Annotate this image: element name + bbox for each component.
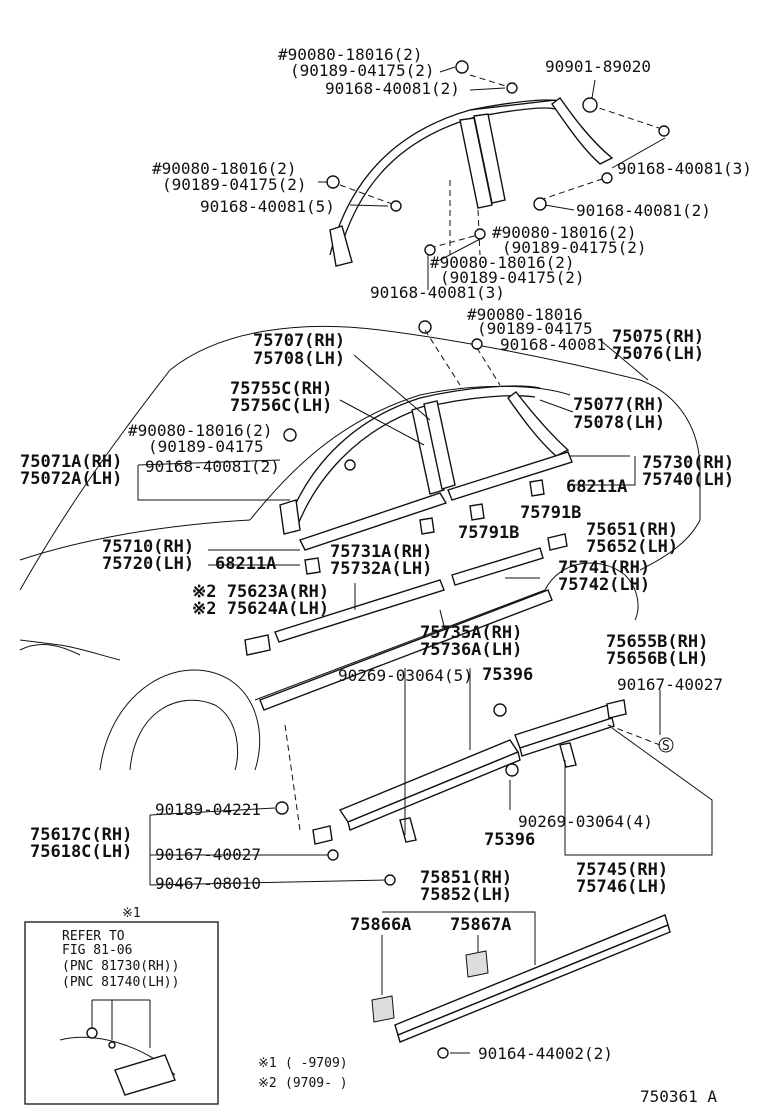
label-l62: 75852(LH) [420, 885, 512, 905]
label-l53: 90167-40027 [617, 675, 723, 694]
label-l63: 75745(RH) [576, 860, 668, 880]
label-l29: 75072A(LH) [20, 469, 122, 489]
label-l40: 68211A [215, 554, 276, 574]
label-l15: #90080-18016 [467, 305, 583, 324]
label-l30: 90168-40081(2) [145, 457, 280, 476]
refer-box-line-1: REFER TO [62, 929, 125, 944]
label-l10: #90080-18016(2) [492, 223, 637, 242]
label-l14: 90168-40081(3) [370, 283, 505, 302]
label-l37: 75652(LH) [586, 537, 678, 557]
label-l36: 75651(RH) [586, 520, 678, 540]
label-l65: 75866A [350, 915, 411, 935]
label-l8: 90168-40081(5) [200, 197, 335, 216]
label-l59: 75396 [484, 830, 535, 850]
label-l39: 75720(LH) [102, 554, 194, 574]
label-l7: (90189-04175(2) [162, 175, 307, 194]
label-l49: 75655B(RH) [606, 632, 708, 652]
label-l18: 75707(RH) [253, 331, 345, 351]
refer-box-line-2: FIG 81-06 [62, 943, 132, 958]
footnote-1-mark: ※1 [258, 1056, 277, 1071]
label-l11: (90189-04175(2) [502, 238, 647, 257]
upper-molding-assembly [326, 60, 670, 267]
label-l45: ※2 75623A(RH) [192, 582, 329, 602]
footnote-2-mark: ※2 [258, 1076, 277, 1091]
label-l6: #90080-18016(2) [152, 159, 297, 178]
label-l2: (90189-04175(2) [290, 61, 435, 80]
label-l5: 90168-40081(3) [617, 159, 752, 178]
refer-box-text: ※1 REFER TO FIG 81-06 (PNC 81730(RH)) (P… [62, 906, 179, 990]
label-l55: 75617C(RH) [30, 825, 132, 845]
label-l4: 90901-89020 [545, 57, 651, 76]
label-l41: 75731A(RH) [330, 542, 432, 562]
label-l64: 75746(LH) [576, 877, 668, 897]
label-l20: 75075(RH) [612, 327, 704, 347]
refer-box [24, 921, 219, 1105]
label-l50: 75656B(LH) [606, 649, 708, 669]
label-l27: (90189-04175 [148, 437, 264, 456]
label-l22: 75755C(RH) [230, 379, 332, 399]
label-l38: 75710(RH) [102, 537, 194, 557]
label-l46: ※2 75624A(LH) [192, 599, 329, 619]
label-l17: 90168-40081 [500, 335, 606, 354]
label-l13: (90189-04175(2) [440, 268, 585, 287]
label-l44: 75742(LH) [558, 575, 650, 595]
label-l1: #90080-18016(2) [278, 45, 423, 64]
label-l56: 75618C(LH) [30, 842, 132, 862]
label-l66: 75867A [450, 915, 511, 935]
label-l24: 75077(RH) [573, 395, 665, 415]
label-l19: 75708(LH) [253, 349, 345, 369]
label-l9: 90168-40081(2) [576, 201, 711, 220]
door-moldings [244, 320, 573, 711]
label-l26: #90080-18016(2) [128, 421, 273, 440]
label-l67: 90164-44002(2) [478, 1044, 613, 1063]
footnote-1-text: ( -9709) [285, 1056, 348, 1071]
refer-box-line-3: (PNC 81730(RH)) [62, 959, 179, 974]
label-l32: 75740(LH) [642, 470, 734, 490]
label-l35: 75791B [458, 523, 519, 543]
label-l52: 75396 [482, 665, 533, 685]
label-l12: #90080-18016(2) [430, 253, 575, 272]
refer-box-line-4: (PNC 81740(LH)) [62, 975, 179, 990]
label-l28: 75071A(RH) [20, 452, 122, 472]
label-l21: 75076(LH) [612, 344, 704, 364]
label-l54: 90189-04221 [155, 800, 261, 819]
footnotes: ※1 ( -9709) ※2 (9709- ) [258, 1056, 348, 1091]
label-l61: 75851(RH) [420, 868, 512, 888]
footnote-2-text: (9709- ) [285, 1076, 348, 1091]
refer-box-mark: ※1 [122, 906, 141, 921]
car-body-outline [19, 325, 701, 771]
label-l58: 90269-03064(4) [518, 812, 653, 831]
label-l57: 90167-40027 [155, 845, 261, 864]
label-l23: 75756C(LH) [230, 396, 332, 416]
part-labels: #90080-18016(2) (90189-04175(2) 90168-40… [20, 45, 752, 1063]
label-l25: 75078(LH) [573, 413, 665, 433]
label-l43: 75741(RH) [558, 558, 650, 578]
label-l48: 75736A(LH) [420, 640, 522, 660]
rocker-moldings [275, 699, 674, 1059]
label-l42: 75732A(LH) [330, 559, 432, 579]
label-l3: 90168-40081(2) [325, 79, 460, 98]
label-l31: 75730(RH) [642, 453, 734, 473]
label-l33: 68211A [566, 477, 627, 497]
label-l51: 90269-03064(5) [338, 666, 473, 685]
leader-lines [137, 66, 713, 1054]
label-l34: 75791B [520, 503, 581, 523]
label-l47: 75735A(RH) [420, 623, 522, 643]
label-l68: S [662, 739, 670, 754]
label-l60: 90467-08010 [155, 874, 261, 893]
drawing-number: 750361 A [640, 1087, 717, 1106]
label-l16: (90189-04175 [477, 319, 593, 338]
